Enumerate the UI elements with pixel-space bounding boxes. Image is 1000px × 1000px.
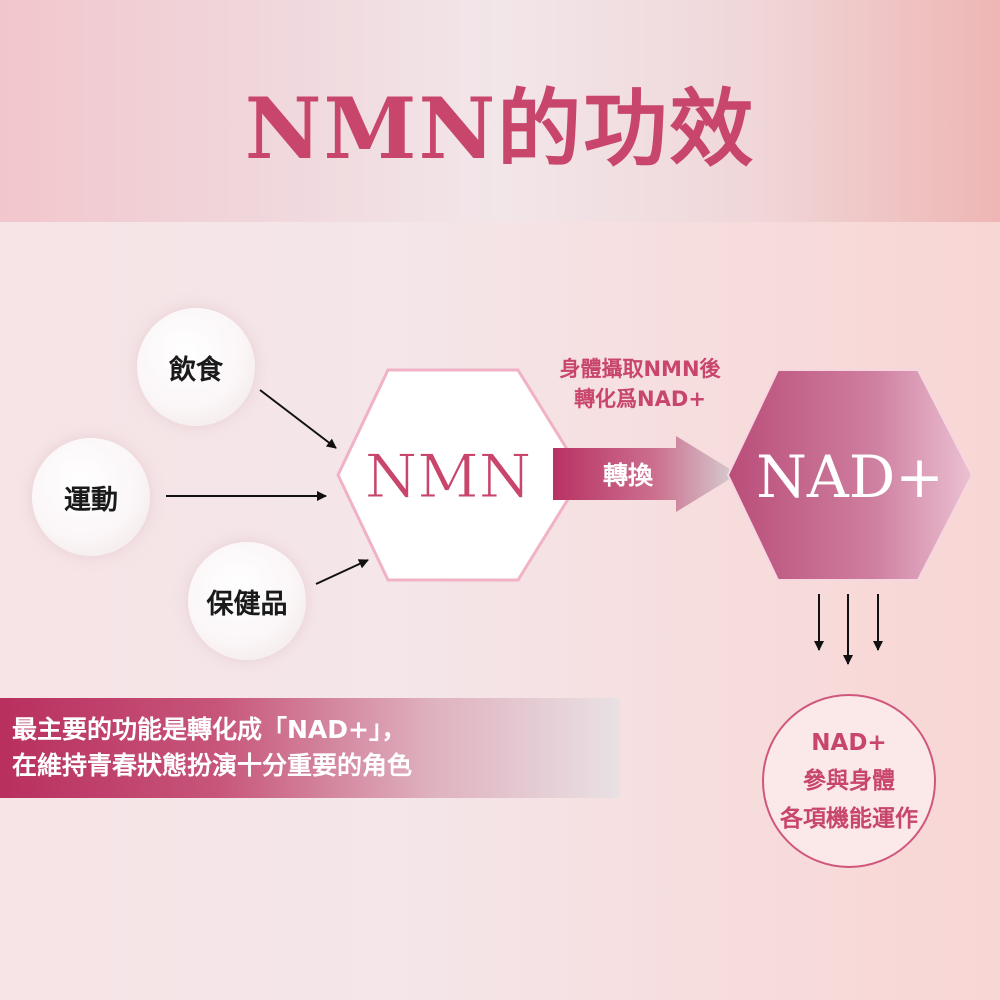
result-line2: 參與身體: [803, 768, 895, 794]
nad-hexagon: [726, 369, 974, 581]
source-supplement-bubble: 保健品: [188, 542, 306, 660]
convert-label: 轉換: [603, 461, 654, 490]
supplement-arrow: [315, 559, 369, 585]
nmn-hexagon: [336, 368, 585, 582]
source-diet-label: 飲食: [169, 354, 223, 386]
function-note: 最主要的功能是轉化成「NAD+」， 在維持青春狀態扮演十分重要的角色: [0, 698, 620, 798]
function-note-line1: 最主要的功能是轉化成「NAD+」，: [12, 715, 407, 744]
source-exercise-bubble: 運動: [32, 438, 150, 556]
result-line3: 各項機能運作: [780, 806, 918, 832]
page-title: NMN的功效: [244, 79, 756, 178]
result-circle: NAD+ 參與身體 各項機能運作: [762, 694, 936, 868]
absorb-caption-line2: 轉化爲NAD+: [574, 387, 706, 411]
absorb-caption: 身體攝取NMN後 轉化爲NAD+: [536, 354, 744, 414]
nmn-label: NMN: [365, 442, 531, 512]
function-note-line2: 在維持青春狀態扮演十分重要的角色: [12, 751, 413, 780]
convert-arrow: [553, 436, 738, 512]
result-line1: NAD+: [811, 730, 887, 756]
source-diet-bubble: 飲食: [137, 308, 255, 426]
nad-label: NAD+: [756, 443, 944, 511]
source-supplement-label: 保健品: [206, 588, 288, 620]
title-banner: [0, 0, 1000, 222]
absorb-caption-line1: 身體攝取NMN後: [559, 357, 721, 381]
diet-arrow: [259, 389, 337, 449]
source-exercise-label: 運動: [64, 484, 118, 516]
